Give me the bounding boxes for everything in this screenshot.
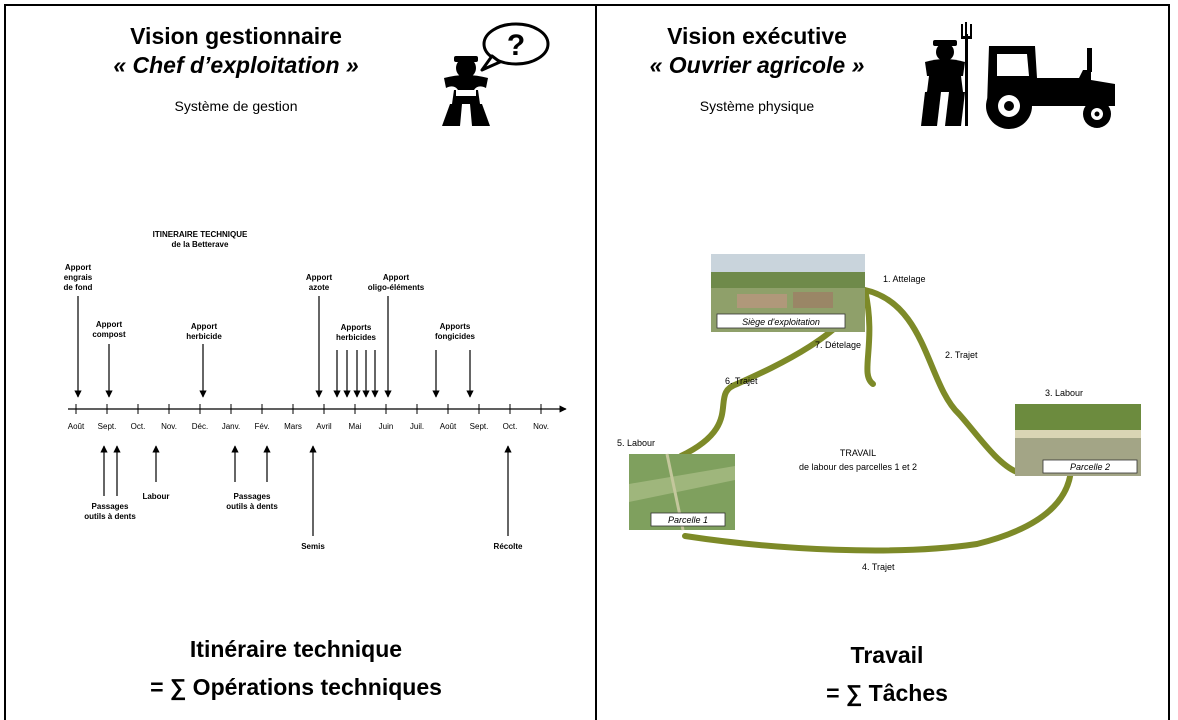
right-system-label: Système physique: [699, 98, 815, 114]
label-recolte: Récolte: [494, 542, 523, 551]
label-passages-1b: outils à dents: [84, 512, 136, 521]
label-apport-engrais-1: Apport: [65, 263, 92, 272]
speech-question-mark: ?: [507, 29, 525, 62]
panel-divider: [595, 4, 597, 720]
label-siege: Siège d'exploitation: [742, 317, 820, 327]
timeline-month-label: Avril: [316, 422, 332, 431]
timeline-month-label: Sept.: [470, 422, 489, 431]
timeline-month-label: Oct.: [503, 422, 518, 431]
right-title: Vision exécutive: [667, 23, 847, 49]
timeline-month-label: Déc.: [192, 422, 208, 431]
work-cycle-diagram: Siège d'exploitation Parcelle 2 Parcelle…: [617, 254, 1141, 572]
label-apports-herbicides-1: Apports: [341, 323, 372, 332]
timeline-ticks: [75, 404, 542, 414]
label-passages-2a: Passages: [234, 492, 271, 501]
label-apports-fongicides-1: Apports: [440, 322, 471, 331]
left-subtitle: « Chef d’exploitation »: [113, 52, 359, 78]
step-2-trajet: 2. Trajet: [945, 350, 978, 360]
label-apports-fongicides-2: fongicides: [435, 332, 476, 341]
operation-arrows-below: [100, 445, 512, 536]
timeline-month-label: Août: [440, 422, 457, 431]
label-passages-1a: Passages: [92, 502, 129, 511]
label-apport-engrais-2: engrais: [64, 273, 93, 282]
work-center-line2: de labour des parcelles 1 et 2: [799, 462, 917, 472]
timeline-title-line1: ITINERAIRE TECHNIQUE: [153, 230, 248, 239]
farmer-pitchfork-icon: [921, 22, 972, 126]
label-passages-2b: outils à dents: [226, 502, 278, 511]
technical-itinerary-timeline: ITINERAIRE TECHNIQUE de la Betterave Aoû…: [64, 230, 567, 551]
left-title-block: Vision gestionnaire « Chef d’exploitatio…: [46, 22, 426, 80]
label-semis: Semis: [301, 542, 325, 551]
speech-bubble-icon: ?: [480, 22, 550, 72]
timeline-title-line2: de la Betterave: [172, 240, 229, 249]
label-apport-herbicide-1: Apport: [191, 322, 218, 331]
timeline-month-label: Fév.: [255, 422, 270, 431]
operation-arrows-above: [74, 296, 474, 398]
timeline-month-label: Mars: [284, 422, 302, 431]
step-1-attelage: 1. Attelage: [883, 274, 926, 284]
label-apport-oligo-2: oligo-éléments: [368, 283, 425, 292]
label-apports-herbicides-2: herbicides: [336, 333, 377, 342]
timeline-month-label: Août: [68, 422, 85, 431]
label-parcelle2: Parcelle 2: [1070, 462, 1110, 472]
label-parcelle1: Parcelle 1: [668, 515, 708, 525]
label-apport-azote-2: azote: [309, 283, 330, 292]
right-subtitle: « Ouvrier agricole »: [649, 52, 865, 78]
farmer-thinking-icon: ?: [442, 22, 550, 126]
right-footer-line1: Travail: [850, 642, 924, 668]
label-apport-compost-2: compost: [92, 330, 126, 339]
outer-frame: [4, 4, 1170, 720]
label-apport-herbicide-2: herbicide: [186, 332, 222, 341]
label-apport-compost-1: Apport: [96, 320, 123, 329]
timeline-month-label: Juin: [379, 422, 394, 431]
step-4-trajet: 4. Trajet: [862, 562, 895, 572]
timeline-month-label: Sept.: [98, 422, 117, 431]
timeline-month-label: Janv.: [222, 422, 241, 431]
left-footer-line1: Itinéraire technique: [189, 636, 403, 662]
photo-parcelle-2: Parcelle 2: [1015, 404, 1141, 476]
work-center-line1: TRAVAIL: [840, 448, 876, 458]
photo-siege-exploitation: Siège d'exploitation: [711, 254, 865, 332]
step-7-detelage: 7. Dételage: [815, 340, 861, 350]
label-apport-engrais-3: de fond: [64, 283, 93, 292]
photo-parcelle-1: Parcelle 1: [629, 453, 735, 531]
timeline-month-label: Nov.: [533, 422, 549, 431]
left-system-label: Système de gestion: [174, 98, 298, 114]
right-title-block: Vision exécutive « Ouvrier agricole »: [607, 22, 907, 80]
step-5-labour: 5. Labour: [617, 438, 655, 448]
work-loop-path: [678, 287, 1074, 554]
timeline-month-label: Mai: [349, 422, 362, 431]
label-apport-oligo-1: Apport: [383, 273, 410, 282]
label-labour: Labour: [142, 492, 169, 501]
timeline-month-label: Nov.: [161, 422, 177, 431]
timeline-month-label: Oct.: [131, 422, 146, 431]
step-6-trajet: 6. Trajet: [725, 376, 758, 386]
left-footer: Itinéraire technique = ∑ Opérations tech…: [66, 630, 526, 706]
label-apport-azote-1: Apport: [306, 273, 333, 282]
timeline-month-label: Juil.: [410, 422, 424, 431]
left-title: Vision gestionnaire: [130, 23, 342, 49]
tractor-icon: [986, 46, 1115, 129]
right-footer-line2: = ∑ Tâches: [826, 680, 948, 706]
timeline-month-labels: Août Sept. Oct. Nov. Déc. Janv. Fév. Mars Avril M…: [68, 422, 549, 431]
left-footer-line2: = ∑ Opérations techniques: [150, 674, 442, 700]
left-panel: Vision gestionnaire « Chef d’exploitatio…: [6, 4, 595, 720]
step-3-labour: 3. Labour: [1045, 388, 1083, 398]
right-panel: Vision exécutive « Ouvrier agricole » Sy…: [597, 4, 1170, 720]
right-footer: Travail = ∑ Tâches: [707, 636, 1067, 712]
